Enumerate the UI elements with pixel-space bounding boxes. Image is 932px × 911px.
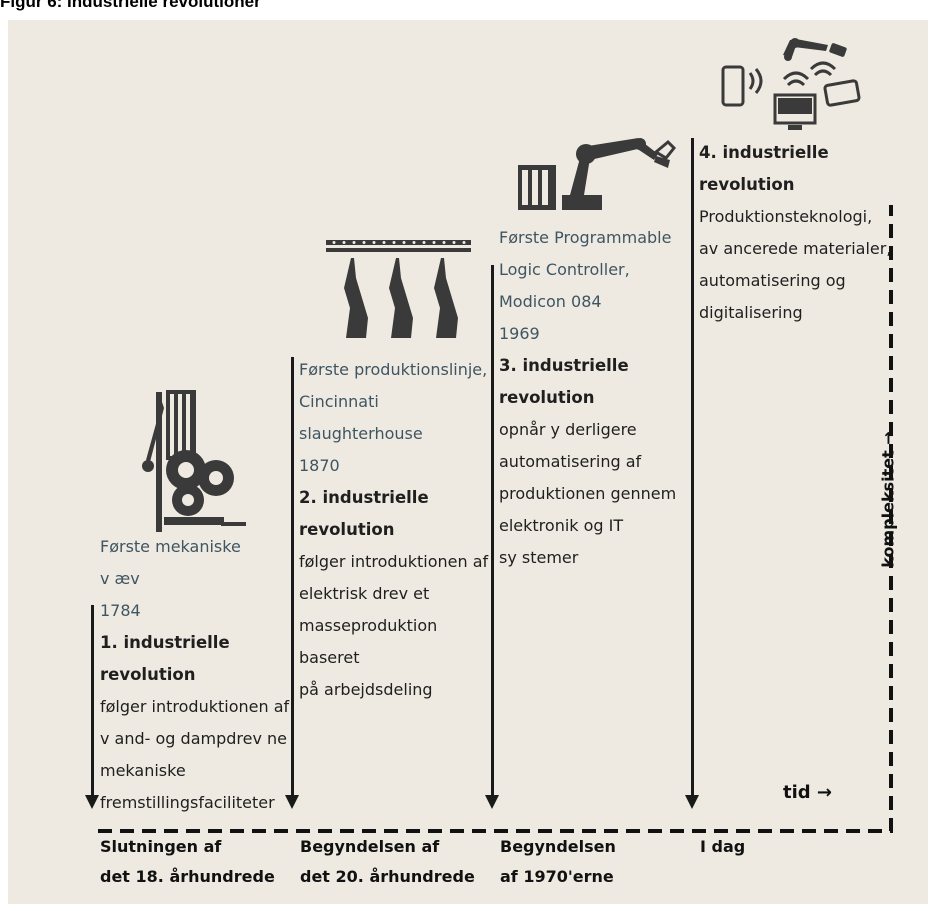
timeline-axis: [98, 205, 893, 833]
era-3-description: opnår y derligere: [499, 420, 637, 439]
x-axis-label: tid →: [783, 782, 833, 803]
era-1-text: Første mekaniske v æv 1784 1. industriel…: [100, 531, 289, 819]
production-line-icon: [326, 240, 471, 338]
connected-devices-icon: [721, 38, 861, 130]
era-4-description: Produktionsteknologi,: [699, 207, 873, 226]
era-4-text: 4. industrielle revolution Produktionste…: [699, 137, 891, 329]
era-4-revolution: revolution: [699, 175, 795, 194]
figure-title: Figur 6: Industrielle revolutioner: [0, 0, 261, 11]
era-2-description: elektrisk drev et: [299, 584, 430, 603]
era-2-description: masseproduktion: [299, 616, 438, 635]
era-1-description: mekaniske: [100, 761, 186, 780]
era-2-text: Første produktionslinje, Cincinnati slau…: [299, 354, 488, 706]
era-3-time: Begyndelsen af 1970'erne: [500, 832, 616, 892]
era-3-arrow: [491, 265, 494, 797]
era-4-time: I dag: [700, 832, 745, 862]
era-3-revolution: 3. industrielle: [499, 356, 629, 375]
era-1-arrow: [91, 605, 94, 797]
era-1-invention: Første mekaniske: [100, 537, 241, 556]
era-3-text: Første Programmable Logic Controller, Mo…: [499, 222, 676, 574]
era-2-invention: Cincinnati: [299, 392, 379, 411]
era-3-description: produktionen gennem: [499, 484, 677, 503]
era-1-year: 1784: [100, 601, 141, 620]
diagram-panel: Første mekaniske v æv 1784 1. industriel…: [8, 20, 928, 904]
era-3-time-line: Begyndelsen: [500, 837, 616, 856]
mechanical-loom-icon: [142, 390, 246, 532]
era-3-invention: Første Programmable: [499, 228, 672, 247]
era-3-description: sy stemer: [499, 548, 579, 567]
era-2-time: Begyndelsen af det 20. århundrede: [300, 832, 475, 892]
era-2-invention: slaughterhouse: [299, 424, 423, 443]
era-1-description: følger introduktionen af: [100, 697, 290, 716]
era-1-time-line: det 18. århundrede: [100, 867, 275, 886]
era-4-arrow: [691, 138, 694, 797]
era-2-arrow-head: [285, 795, 299, 809]
era-1-time-line: Slutningen af: [100, 837, 222, 856]
era-2-arrow: [291, 357, 294, 797]
era-4-description: automatisering og: [699, 271, 846, 290]
era-2-description: følger introduktionen af: [299, 552, 489, 571]
era-1-revolution: revolution: [100, 665, 196, 684]
era-3-time-line: af 1970'erne: [500, 867, 614, 886]
era-3-description: automatisering af: [499, 452, 642, 471]
era-4-description: digitalisering: [699, 303, 803, 322]
era-1-time: Slutningen af det 18. århundrede: [100, 832, 275, 892]
era-4-revolution: 4. industrielle: [699, 143, 829, 162]
era-1-invention: v æv: [100, 569, 140, 588]
era-2-time-line: det 20. århundrede: [300, 867, 475, 886]
era-2-description: baseret: [299, 648, 360, 667]
era-1-revolution: 1. industrielle: [100, 633, 230, 652]
y-axis-label: kompleksitet →: [878, 431, 898, 568]
era-4-time-line: I dag: [700, 837, 746, 856]
era-2-revolution: revolution: [299, 520, 395, 539]
era-3-description: elektronik og IT: [499, 516, 624, 535]
era-3-revolution: revolution: [499, 388, 595, 407]
era-2-description: på arbejdsdeling: [299, 680, 433, 699]
era-2-year: 1870: [299, 456, 340, 475]
era-4-description: av ancerede materialer,: [699, 239, 892, 258]
era-3-invention: Logic Controller,: [499, 260, 630, 279]
era-1-description: v and- og dampdrev ne: [100, 729, 288, 748]
era-3-invention: Modicon 084: [499, 292, 602, 311]
era-3-arrow-head: [485, 795, 499, 809]
era-2-invention: Første produktionslinje,: [299, 360, 488, 379]
era-2-revolution: 2. industrielle: [299, 488, 429, 507]
era-1-description: fremstillingsfaciliteter: [100, 793, 275, 812]
era-2-time-line: Begyndelsen af: [300, 837, 440, 856]
robot-arm-icon: [518, 138, 677, 210]
era-1-arrow-head: [85, 795, 99, 809]
era-3-year: 1969: [499, 324, 540, 343]
era-4-arrow-head: [685, 795, 699, 809]
